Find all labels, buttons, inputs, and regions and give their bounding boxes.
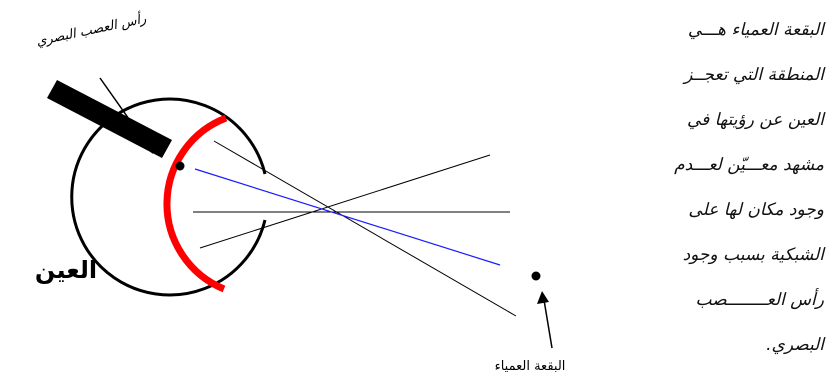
arrow-nerve-head bbox=[140, 138, 153, 154]
blind-spot-diagram: رأس العصب البصري البقعة العمياء العين bbox=[35, 9, 566, 374]
eye-label: العين bbox=[35, 256, 97, 284]
paragraph-line-3: العين عن رؤيتها في bbox=[686, 110, 824, 130]
ray-lower bbox=[199, 154, 491, 249]
optic-nerve bbox=[47, 80, 172, 158]
arrow-blindspot-shaft bbox=[543, 299, 553, 349]
paragraph-line-4: مشهد معـــيّن لعـــدم bbox=[674, 155, 824, 175]
ray-upper bbox=[213, 140, 517, 317]
paragraph-line-6: الشبكية بسبب وجود bbox=[682, 245, 824, 265]
eye-outline bbox=[70, 97, 267, 297]
retina-arc bbox=[163, 114, 228, 293]
blind-spot-label: البقعة العمياء bbox=[495, 359, 566, 374]
blind-spot-dot bbox=[531, 271, 541, 281]
paragraph-line-5: وجود مكان لها على bbox=[688, 200, 824, 220]
paragraph-line-8: البصري. bbox=[766, 335, 824, 355]
arrow-blindspot-head bbox=[537, 291, 549, 304]
paragraph-line-1: البقعة العمياء هـــي bbox=[687, 20, 824, 40]
ray-blue bbox=[194, 168, 501, 266]
paragraph-line-2: المنطقة التي تعجــز bbox=[684, 65, 824, 85]
optic-nerve-head-dot bbox=[175, 161, 185, 171]
arrow-nerve-shaft bbox=[99, 77, 149, 147]
blind-spot-paragraph: البقعة العمياء هـــي المنطقة التي تعجــز… bbox=[612, 0, 838, 390]
optic-nerve-head-label: رأس العصب البصري bbox=[35, 9, 149, 49]
paragraph-line-7: رأس العــــــــصب bbox=[695, 290, 824, 310]
